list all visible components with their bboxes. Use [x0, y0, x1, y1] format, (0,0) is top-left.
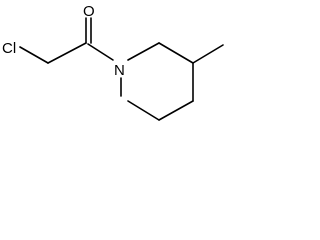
ring-bond-c2-c3 [158, 42, 194, 64]
bond-carbonyl-nitrogen [87, 43, 114, 61]
bond-c3-methyl [192, 44, 224, 64]
chlorine-atom-label: Cl [2, 40, 16, 57]
structure-canvas: Cl O N [2, 3, 224, 121]
oxygen-atom-label: O [83, 3, 95, 20]
ring-bond-c5-c6 [127, 100, 160, 121]
ring-bond-n-c2 [127, 42, 160, 61]
bond-ch2-carbonyl [47, 42, 87, 64]
ring-bond-c4-c5 [158, 100, 194, 121]
bond-cl-ch2 [19, 46, 49, 64]
nitrogen-atom-label: N [114, 62, 125, 79]
